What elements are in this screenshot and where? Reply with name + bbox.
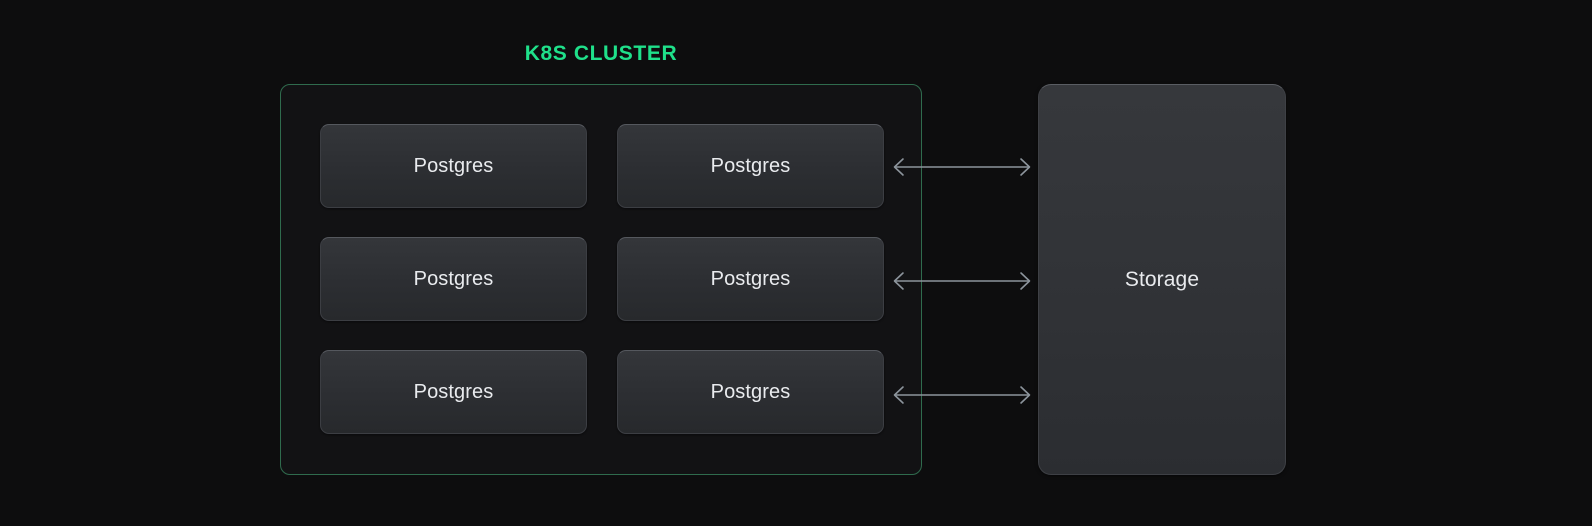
pod-node[interactable]: Postgres: [617, 350, 884, 434]
pod-node-label: Postgres: [413, 381, 494, 403]
pod-node-label: Postgres: [710, 155, 791, 177]
cluster-title: K8S CLUSTER: [524, 42, 678, 65]
pod-node-label: Postgres: [413, 155, 494, 177]
storage-node[interactable]: Storage: [1038, 84, 1286, 475]
connector-row-1: [890, 154, 1034, 180]
pod-node[interactable]: Postgres: [320, 124, 587, 208]
pod-node-label: Postgres: [413, 268, 494, 290]
pod-node-label: Postgres: [710, 268, 791, 290]
storage-node-label: Storage: [1124, 267, 1200, 291]
bidirectional-arrow-icon: [893, 386, 1031, 404]
pod-node[interactable]: Postgres: [320, 237, 587, 321]
connector-row-2: [890, 268, 1034, 294]
connector-row-3: [890, 382, 1034, 408]
pod-grid: Postgres Postgres Postgres Postgres Post…: [320, 124, 884, 437]
pod-node-label: Postgres: [710, 381, 791, 403]
bidirectional-arrow-icon: [893, 272, 1031, 290]
pod-node[interactable]: Postgres: [320, 350, 587, 434]
pod-node[interactable]: Postgres: [617, 124, 884, 208]
pod-node[interactable]: Postgres: [617, 237, 884, 321]
bidirectional-arrow-icon: [893, 158, 1031, 176]
